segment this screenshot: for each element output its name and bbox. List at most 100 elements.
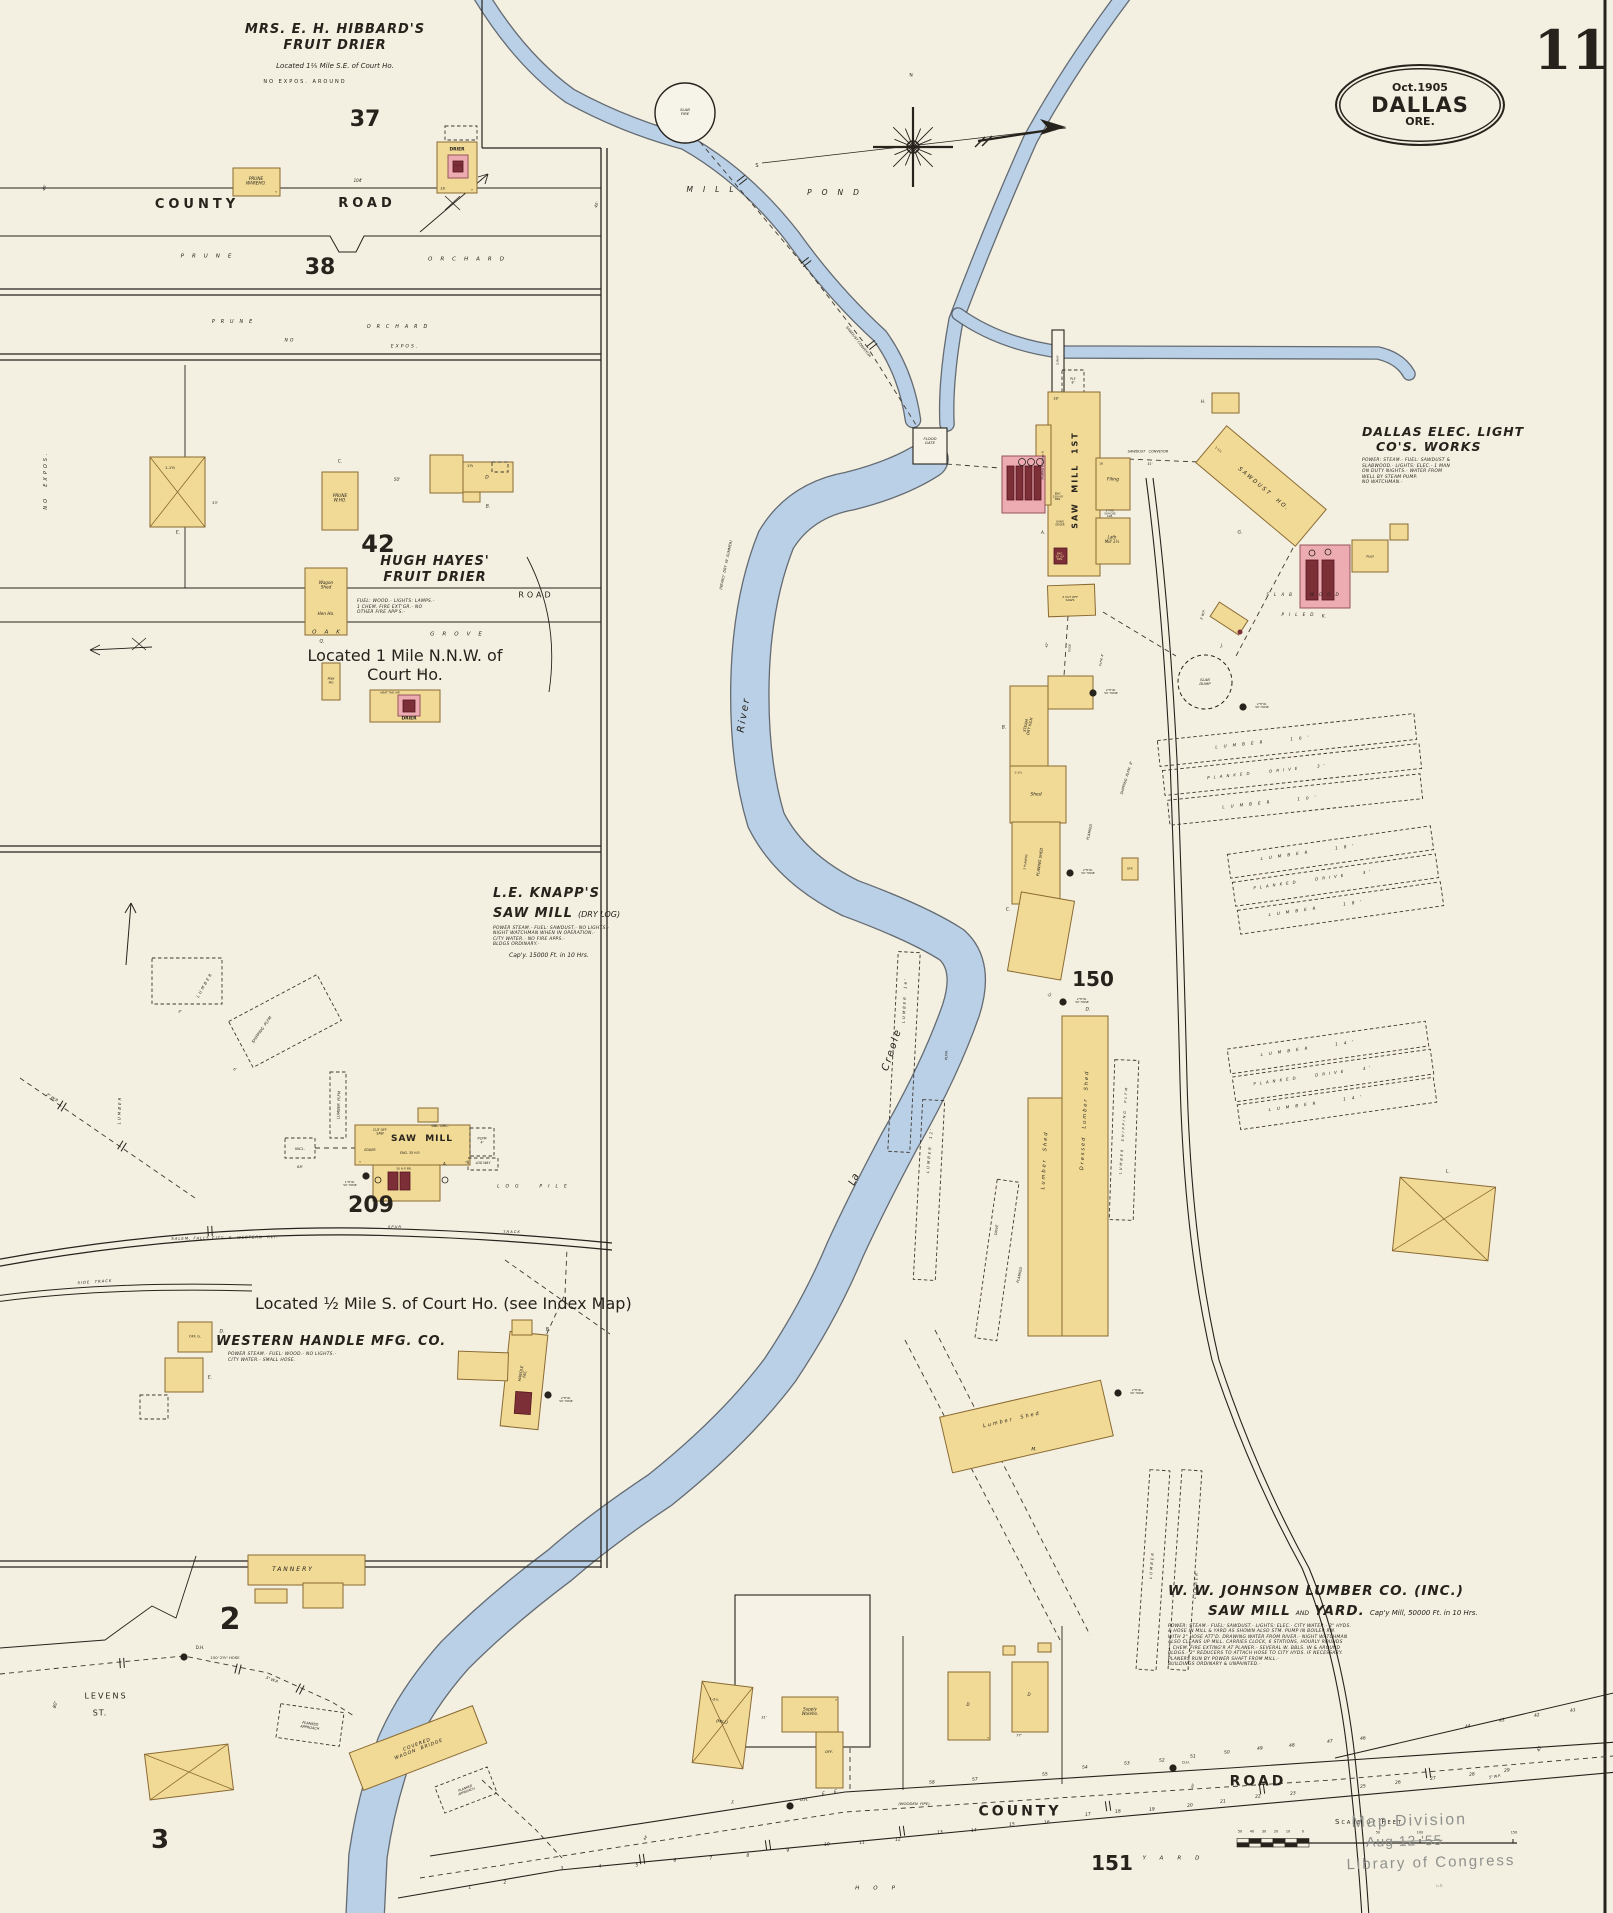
river-edge — [473, 0, 922, 429]
platform-outline — [1231, 853, 1440, 907]
map-label: 209 — [348, 1193, 394, 1219]
map-label: 14 — [970, 1827, 978, 1834]
map-label: C. — [1005, 907, 1011, 913]
platform-outline — [887, 951, 921, 1153]
compass-hub — [906, 140, 920, 154]
map-label: 54 — [1081, 1764, 1089, 1771]
map-label: HEAT THE AIR — [380, 691, 400, 695]
scale-segment — [1260, 1838, 1274, 1844]
detail-line: WITH 2" HOSE ATT'D. DRAWING WATER FROM R… — [1168, 1634, 1348, 1640]
map-label: 12 — [894, 1836, 902, 1843]
map-label: 8 — [746, 1852, 750, 1859]
detail-line: BUILDINGS ORDINARY & UNPAINTED.- — [1168, 1662, 1261, 1668]
building — [302, 1582, 344, 1609]
building — [1209, 601, 1249, 636]
map-label: x — [471, 187, 473, 192]
dashed-line — [1101, 457, 1201, 463]
map-label: S — [755, 162, 759, 169]
map-label: 2 — [503, 1879, 507, 1886]
map-line — [89, 649, 101, 656]
hydrant-dot — [1114, 1389, 1122, 1397]
building — [1053, 547, 1068, 565]
map-label: SAW MILL — [390, 1134, 454, 1145]
map-label: D — [1027, 1692, 1031, 1697]
platform-outline — [974, 1178, 1020, 1342]
hydrant-dot — [362, 1172, 370, 1180]
business-name: FRUIT DRIER — [283, 38, 387, 54]
platform-outline — [467, 1157, 499, 1171]
hibbard-title-block: MRS. E. H. HIBBARD'S FRUIT DRIER Located… — [185, 22, 485, 85]
compass-ray — [892, 146, 914, 168]
building — [1011, 821, 1061, 905]
map-label: ENG. 35 H.P. — [400, 1150, 420, 1155]
map-label: 37 — [349, 107, 381, 133]
detail-line: ALSO CLEANS UP MILL. CARRIES CLOCK, 6 ST… — [1168, 1640, 1343, 1646]
map-line — [1334, 1692, 1613, 1759]
map-line — [444, 195, 461, 211]
map-label: x — [835, 1697, 837, 1702]
building — [1305, 559, 1319, 601]
state-name: ORE. — [1405, 115, 1435, 129]
pipe-tick — [866, 339, 878, 351]
scale-segment — [1296, 1842, 1310, 1848]
map-label: Hay Ho — [327, 676, 335, 685]
scale-segment — [1272, 1838, 1286, 1844]
platform-outline — [491, 461, 509, 473]
platform-outline — [1167, 1469, 1203, 1671]
map-label: Lath Mill 1½ — [1104, 535, 1120, 544]
detail-line: POWER: STEAM.- FUEL: SAWDUST & — [1362, 458, 1451, 463]
pipe-tick — [207, 1225, 213, 1237]
dashed-line — [699, 141, 919, 429]
building — [177, 1321, 213, 1353]
detail-line: CITY WATER.- SMALL HOSE. — [228, 1357, 296, 1363]
pipe-tick — [638, 1853, 646, 1865]
map-label: E. — [207, 1375, 213, 1381]
map-label: 150' 2½" HOSE — [210, 1655, 240, 1660]
hydrant-dot — [1239, 703, 1247, 711]
map-line — [429, 1741, 1613, 1857]
scale-segment — [1296, 1838, 1310, 1844]
map-label: D — [485, 475, 489, 481]
platform-outline — [275, 1703, 345, 1747]
circle-mark — [1018, 458, 1026, 466]
building — [1195, 425, 1327, 547]
map-label: 2"HYD. 50' HOSE — [559, 1396, 573, 1403]
circle-mark — [1308, 549, 1316, 557]
detail-line: WELL BY STEAM PUMP. — [1362, 474, 1418, 480]
map-label: N — [909, 73, 913, 79]
map-label: E. — [822, 1791, 826, 1796]
map-label: 8' — [178, 1009, 182, 1014]
business-name: AND — [1295, 1609, 1309, 1617]
pipe-tick — [1258, 1783, 1266, 1795]
hydrant-dot — [180, 1653, 188, 1661]
detail-line: & HOSE IN MILL & YARD AS SHOWN ALSO STM.… — [1168, 1629, 1336, 1635]
hayes-details: FUEL: WOOD.- LIGHTS: LAMPS.- 1 CHEM. FIR… — [357, 599, 435, 616]
map-label: POND — [807, 187, 869, 197]
building — [1095, 457, 1131, 511]
map-label: 1-1½ — [1014, 770, 1022, 775]
map-label: ROAD — [1229, 1773, 1287, 1790]
map-label: 58 — [928, 1779, 936, 1786]
building — [1011, 1661, 1049, 1733]
dashed-line — [0, 1655, 355, 1717]
map-label: ENG. 50 H.P. BRS. — [1055, 552, 1065, 561]
capacity-note: Cap'y. 15000 Ft. in 10 Hrs. — [509, 951, 589, 959]
map-label: 27 — [1429, 1775, 1437, 1782]
map-label: 95' — [419, 669, 425, 674]
platform-outline — [1156, 713, 1418, 767]
circle-mark — [1027, 458, 1035, 466]
map-label: Shafting & Pulleys B. — [1041, 450, 1045, 480]
building — [1009, 765, 1067, 824]
map-label: 5 — [635, 1862, 639, 1869]
building — [1061, 1015, 1109, 1337]
pipe-tick — [119, 1657, 125, 1669]
map-label: 16 — [1043, 1819, 1051, 1826]
map-label: (WOODEN PIPE) — [898, 1801, 930, 1806]
detail-line: BLDGS.- 2" REDUCERS TO ATTACH HOSE TO CI… — [1168, 1651, 1344, 1657]
business-name: CO'S. WORKS — [1376, 439, 1482, 454]
map-line — [981, 135, 993, 147]
building — [149, 456, 206, 528]
scale-segment — [1284, 1842, 1298, 1848]
map-label: CUT OFF SAW — [373, 1128, 387, 1136]
map-label: 23 — [1289, 1790, 1297, 1797]
